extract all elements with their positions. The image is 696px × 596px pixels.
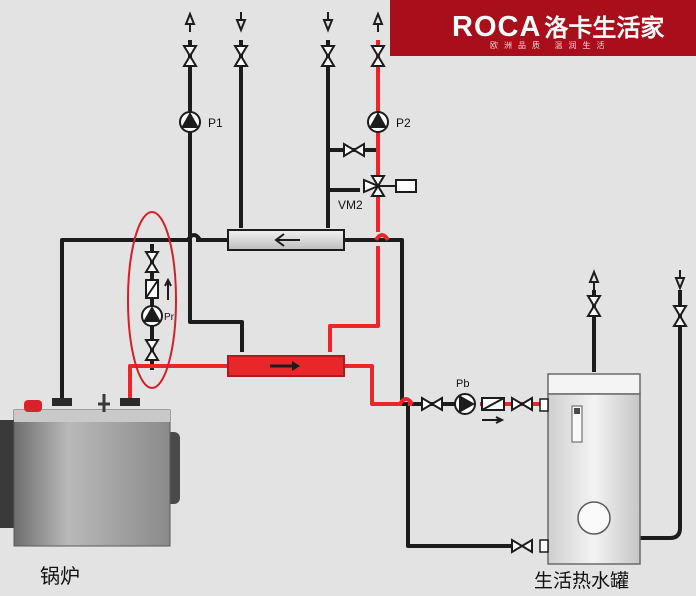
down-arrow-icon: [235, 12, 247, 33]
pump-icon: [143, 306, 161, 322]
check-valve-pb: [481, 397, 505, 424]
label-pump-p2: P2: [396, 116, 411, 130]
check-valve-pr: [145, 277, 172, 300]
valve-icon: [182, 45, 198, 67]
hx-hot-riser-pipe: [328, 246, 380, 352]
valve-icon: [672, 305, 688, 327]
valve-icon: [320, 45, 336, 67]
upper-heat-exchanger: [227, 229, 345, 251]
valves: [144, 45, 688, 554]
pump-p2: [367, 111, 389, 133]
valve-icon: [144, 339, 160, 361]
up-arrow-icon: [588, 269, 600, 290]
mixing-valve-vm2: [363, 175, 417, 197]
three-way-valve-icon: [363, 175, 386, 197]
crossovers: [186, 233, 414, 406]
flow-right-arrow-icon: [292, 361, 300, 371]
pumps: [141, 111, 476, 415]
label-pump-pb: Pb: [456, 378, 470, 390]
pump-icon: [459, 395, 475, 413]
valve-icon: [511, 396, 533, 412]
pump-icon: [369, 112, 387, 128]
actuator-icon: [395, 179, 417, 193]
label-pump-pr: Pr: [164, 312, 174, 323]
pr-highlight-ring: [127, 211, 177, 389]
boiler-return-pipe: [60, 238, 190, 398]
valve-icon: [144, 251, 160, 273]
lower-loop-pipe: [188, 240, 244, 352]
pump-p1: [179, 111, 201, 133]
pump-pr: [141, 305, 163, 327]
brand-name: ROCA: [452, 11, 542, 43]
hot-water-tank: [539, 373, 641, 565]
pump-icon: [181, 112, 199, 128]
hot-to-tank-pipe: [344, 364, 402, 406]
flow-right-arrow-icon: [482, 416, 505, 424]
label-boiler: 锅炉: [40, 564, 80, 588]
pump-pb: [454, 393, 476, 415]
tank-inspection-port: [577, 501, 611, 535]
valve-icon: [421, 396, 443, 412]
boiler-supply-pipe: [128, 364, 228, 398]
tank-cold-pipe: [640, 290, 682, 540]
valve-icon: [586, 295, 602, 317]
flow-up-arrow-icon: [164, 277, 172, 300]
tank-return-pipe: [406, 404, 520, 548]
supply-pipes: [128, 40, 540, 406]
lower-heat-exchanger: [227, 355, 345, 377]
valve-icon: [511, 538, 533, 554]
valve-icon: [343, 142, 365, 158]
label-tank: 生活热水罐: [534, 570, 630, 592]
flow-arrows-top: [184, 11, 686, 291]
brand-tagline: 欧洲品质 温润生活: [490, 41, 611, 50]
up-arrow-icon: [184, 11, 196, 32]
valve-icon: [370, 45, 386, 67]
flow-left-arrow-icon: [274, 233, 300, 247]
valve-icon: [233, 45, 249, 67]
boiler-burner-cap: [24, 400, 42, 412]
up-arrow-icon: [372, 11, 384, 32]
label-mixing-valve: VM2: [338, 198, 363, 212]
label-pump-p1: P1: [208, 116, 223, 130]
down-arrow-icon: [322, 12, 334, 33]
boiler: [0, 394, 180, 547]
down-arrow-icon: [674, 270, 686, 291]
brand-name-cn: 洛卡生活家: [544, 14, 665, 42]
header-right-pipe: [344, 238, 404, 400]
